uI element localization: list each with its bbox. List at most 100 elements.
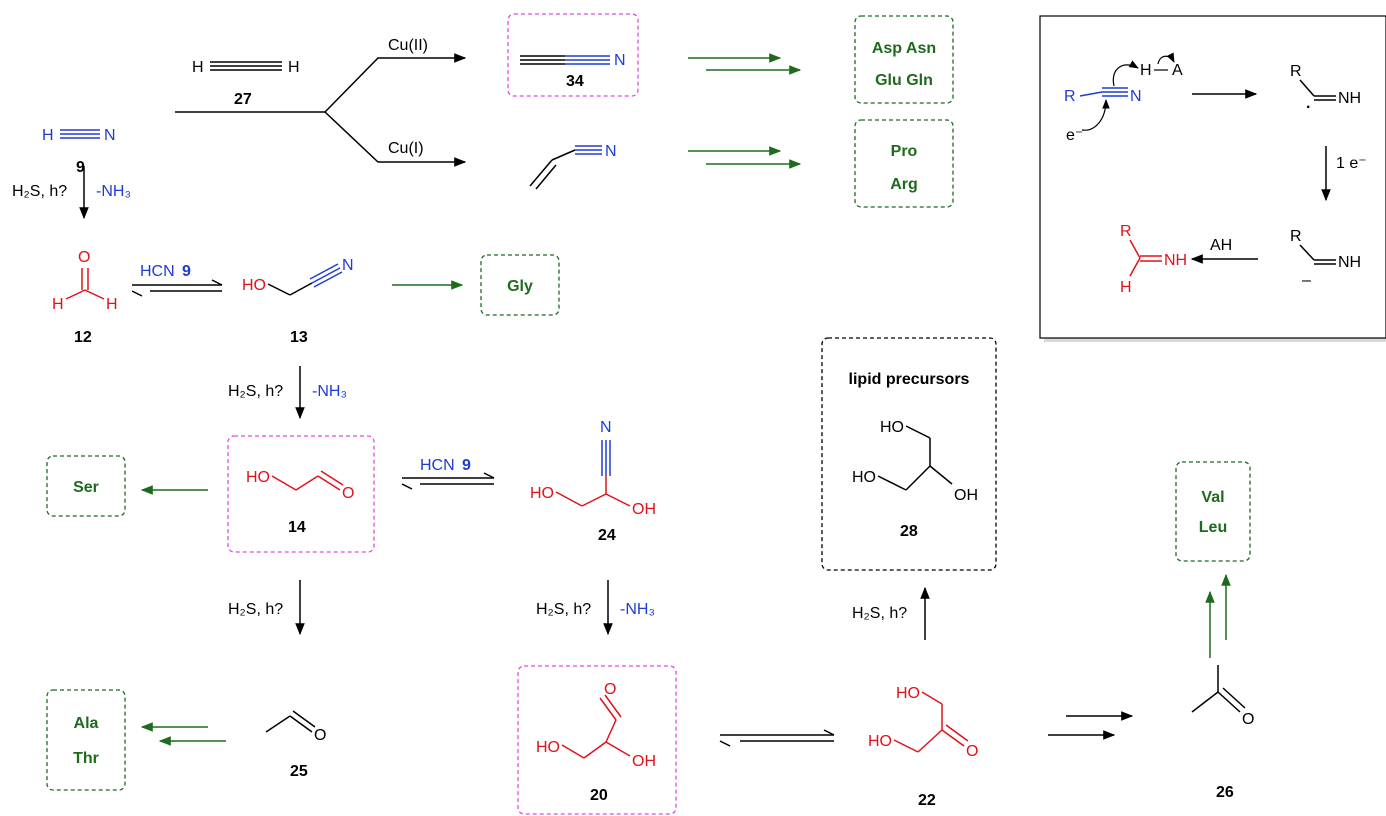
svg-text:O: O bbox=[314, 727, 326, 744]
compound-number: 28 bbox=[900, 523, 918, 540]
svg-text:A: A bbox=[1172, 62, 1183, 79]
label-gly: Gly bbox=[507, 278, 533, 295]
compound-glyceronitrile: N HO OH 24 bbox=[530, 419, 656, 544]
svg-text:R: R bbox=[1064, 88, 1076, 105]
svg-text:O: O bbox=[342, 485, 354, 502]
compound-number: 22 bbox=[918, 792, 936, 809]
svg-text:H: H bbox=[106, 296, 118, 313]
svg-text:HO: HO bbox=[868, 733, 892, 750]
label-ser: Ser bbox=[73, 479, 99, 496]
label-ala: Ala bbox=[74, 715, 99, 732]
branch-arrow bbox=[175, 53, 467, 167]
compound-glycerol: HO HO OH 28 bbox=[852, 419, 978, 540]
svg-text:HCN: HCN bbox=[420, 457, 455, 474]
svg-text:H: H bbox=[52, 296, 64, 313]
compound-acetylene: H H 27 bbox=[192, 59, 300, 108]
svg-text:H₂S, h?: H₂S, h? bbox=[228, 383, 283, 400]
svg-text:O: O bbox=[1242, 711, 1254, 728]
label-asp-asn: Asp Asn bbox=[872, 40, 936, 57]
compound-number: 20 bbox=[590, 787, 608, 804]
svg-text:HO: HO bbox=[880, 419, 904, 436]
svg-text:R: R bbox=[1290, 63, 1302, 80]
label-arg: Arg bbox=[890, 176, 918, 193]
svg-text:Cu(II): Cu(II) bbox=[388, 37, 428, 54]
lipid-precursor-box bbox=[821, 337, 997, 571]
svg-text:-NH₃: -NH₃ bbox=[96, 183, 131, 200]
green-arrows-top bbox=[688, 53, 802, 169]
compound-number: 24 bbox=[598, 527, 616, 544]
amino-acid-box-pro bbox=[854, 119, 954, 208]
svg-text:N: N bbox=[605, 143, 617, 160]
svg-text:R: R bbox=[1120, 223, 1132, 240]
equilibrium-12-13 bbox=[131, 279, 223, 297]
svg-text:O: O bbox=[966, 743, 978, 760]
svg-text:-NH₃: -NH₃ bbox=[620, 601, 655, 618]
label-thr: Thr bbox=[73, 750, 99, 767]
highlight-box-20 bbox=[517, 665, 677, 815]
svg-text:NH: NH bbox=[1338, 254, 1361, 271]
svg-text:HO: HO bbox=[242, 277, 266, 294]
svg-text:NH: NH bbox=[1338, 90, 1361, 107]
compound-number: 34 bbox=[566, 73, 584, 90]
compound-formaldehyde: O H H 12 bbox=[52, 249, 118, 346]
compound-acetone: O 26 bbox=[1191, 665, 1254, 801]
compound-number: 14 bbox=[288, 519, 306, 536]
svg-text:OH: OH bbox=[632, 501, 656, 518]
compound-cyanoacetylene: N 34 bbox=[520, 52, 626, 90]
svg-text:NH: NH bbox=[1164, 252, 1187, 269]
svg-text:N: N bbox=[1130, 88, 1142, 105]
highlight-box-14 bbox=[227, 435, 375, 553]
compound-number: 25 bbox=[290, 763, 308, 780]
label-leu: Leu bbox=[1199, 519, 1227, 536]
svg-text:HO: HO bbox=[246, 469, 270, 486]
compound-glycolaldehyde: HO O 14 bbox=[246, 469, 354, 536]
compound-hcn: H N 9 bbox=[42, 127, 116, 176]
svg-text:H: H bbox=[1140, 62, 1152, 79]
svg-text:OH: OH bbox=[632, 753, 656, 770]
compound-number: 27 bbox=[234, 91, 252, 108]
svg-text:O: O bbox=[78, 249, 90, 266]
equilibrium-14-24 bbox=[401, 472, 495, 490]
amino-acid-box-ala bbox=[46, 689, 126, 791]
lipid-precursors-title: lipid precursors bbox=[849, 371, 970, 388]
svg-text:-NH₃: -NH₃ bbox=[312, 383, 347, 400]
svg-text:e⁻: e⁻ bbox=[1066, 127, 1083, 144]
svg-text:R: R bbox=[1290, 228, 1302, 245]
svg-text:–: – bbox=[1302, 272, 1311, 289]
svg-text:H₂S, h?: H₂S, h? bbox=[536, 601, 591, 618]
compound-glyceraldehyde: O HO OH 20 bbox=[536, 681, 656, 804]
amino-acid-box-ser bbox=[46, 455, 126, 517]
svg-text:HO: HO bbox=[536, 739, 560, 756]
label-pro: Pro bbox=[891, 143, 918, 160]
svg-text:·: · bbox=[1306, 99, 1311, 116]
mechanism-inset: R N H A e⁻ R NH · 1 e⁻ R NH – AH R bbox=[1039, 15, 1386, 342]
svg-text:9: 9 bbox=[462, 457, 471, 474]
compound-dha: HO HO O 22 bbox=[868, 685, 978, 809]
label-glu-gln: Glu Gln bbox=[875, 72, 933, 89]
compound-glycolonitrile: HO N 13 bbox=[242, 257, 354, 346]
compound-number: 13 bbox=[290, 329, 308, 346]
svg-text:HO: HO bbox=[852, 469, 876, 486]
svg-text:HO: HO bbox=[896, 685, 920, 702]
amino-acid-box-asp bbox=[854, 15, 954, 104]
svg-text:1 e⁻: 1 e⁻ bbox=[1336, 155, 1367, 172]
svg-text:H₂S, h?: H₂S, h? bbox=[852, 605, 907, 622]
svg-text:H₂S, h?: H₂S, h? bbox=[12, 183, 67, 200]
svg-text:H: H bbox=[1120, 279, 1132, 296]
svg-text:N: N bbox=[600, 419, 612, 436]
compound-number: 9 bbox=[76, 159, 85, 176]
compound-acrylonitrile: N bbox=[529, 143, 617, 190]
svg-text:H₂S, h?: H₂S, h? bbox=[228, 601, 283, 618]
equilibrium-20-22 bbox=[719, 729, 835, 747]
svg-text:H: H bbox=[192, 59, 204, 76]
amino-acid-box-val bbox=[1175, 461, 1251, 562]
highlight-box-34 bbox=[507, 13, 639, 97]
label-val: Val bbox=[1201, 489, 1224, 506]
svg-text:HO: HO bbox=[530, 485, 554, 502]
svg-text:HCN: HCN bbox=[140, 263, 175, 280]
svg-text:N: N bbox=[614, 52, 626, 69]
svg-text:AH: AH bbox=[1210, 237, 1232, 254]
svg-text:OH: OH bbox=[954, 487, 978, 504]
compound-number: 12 bbox=[74, 329, 92, 346]
